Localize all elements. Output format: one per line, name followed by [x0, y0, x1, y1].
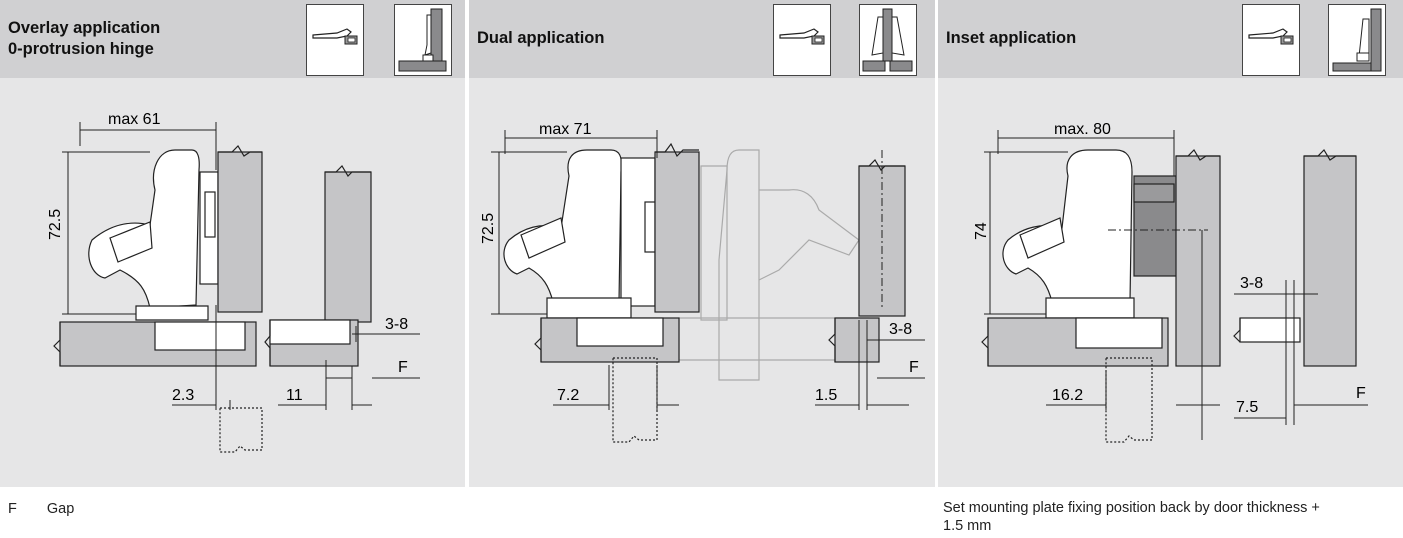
panel-title: Inset application [946, 28, 1076, 49]
panel-header: Overlay application 0-protrusion hinge [0, 0, 465, 78]
title-line-1: Inset application [946, 29, 1077, 47]
dim-offset-label: 7.2 [557, 387, 579, 404]
dim-height-label: 72.5 [47, 209, 64, 240]
cabinet-inset-icon [1328, 4, 1386, 76]
drawing-overlay: max 61 72.5 3-8 F 2.3 11 [0, 80, 465, 487]
dim-side-label: 3-8 [1240, 275, 1263, 292]
dim-width-label: max 71 [539, 121, 592, 138]
mounting-note: Set mounting plate fixing position back … [943, 500, 1320, 534]
panel-title: Overlay application 0-protrusion hinge [8, 18, 160, 60]
legend-value: Gap [46, 501, 75, 517]
cabinet-overlay-icon [394, 4, 452, 76]
title-line-2: 0-protrusion hinge [8, 40, 154, 58]
drawing-inset: max. 80 74 3-8 F 16.2 7.5 [938, 80, 1403, 487]
dim-door-label: 7.5 [1236, 399, 1258, 416]
panel-overlay: Overlay application 0-protrusion hinge [0, 0, 465, 487]
dim-door-label: 11 [286, 387, 303, 404]
dim-offset-label: 2.3 [172, 387, 194, 404]
panel-header: Inset application [938, 0, 1403, 78]
dim-side-label: 3-8 [889, 321, 912, 338]
legend-key: F [8, 501, 17, 517]
title-line-1: Overlay application [8, 19, 161, 37]
drawing-dual: max 71 72.5 3-8 F 7.2 1.5 [469, 80, 935, 487]
hinge-side-view-icon [773, 4, 831, 76]
panel-dual: Dual application [469, 0, 935, 487]
dim-height-label: 72.5 [480, 213, 497, 244]
dim-door-label: 1.5 [815, 387, 837, 404]
dim-side-label: 3-8 [385, 316, 408, 333]
hinge-side-view-icon [1242, 4, 1300, 76]
dim-width-label: max. 80 [1054, 121, 1111, 138]
title-line-1: Dual application [477, 29, 605, 47]
panel-title: Dual application [477, 28, 604, 49]
dim-height-label: 74 [973, 222, 990, 240]
dim-gap-label: F [1356, 385, 1366, 402]
dim-offset-label: 16.2 [1052, 387, 1083, 404]
dim-width-label: max 61 [108, 111, 161, 128]
cabinet-dual-icon [859, 4, 917, 76]
dim-gap-label: F [909, 359, 919, 376]
panel-inset: Inset application [938, 0, 1403, 487]
legend: F Gap [8, 500, 74, 518]
hinge-side-view-icon [306, 4, 364, 76]
panel-header: Dual application [469, 0, 935, 78]
dim-gap-label: F [398, 359, 408, 376]
